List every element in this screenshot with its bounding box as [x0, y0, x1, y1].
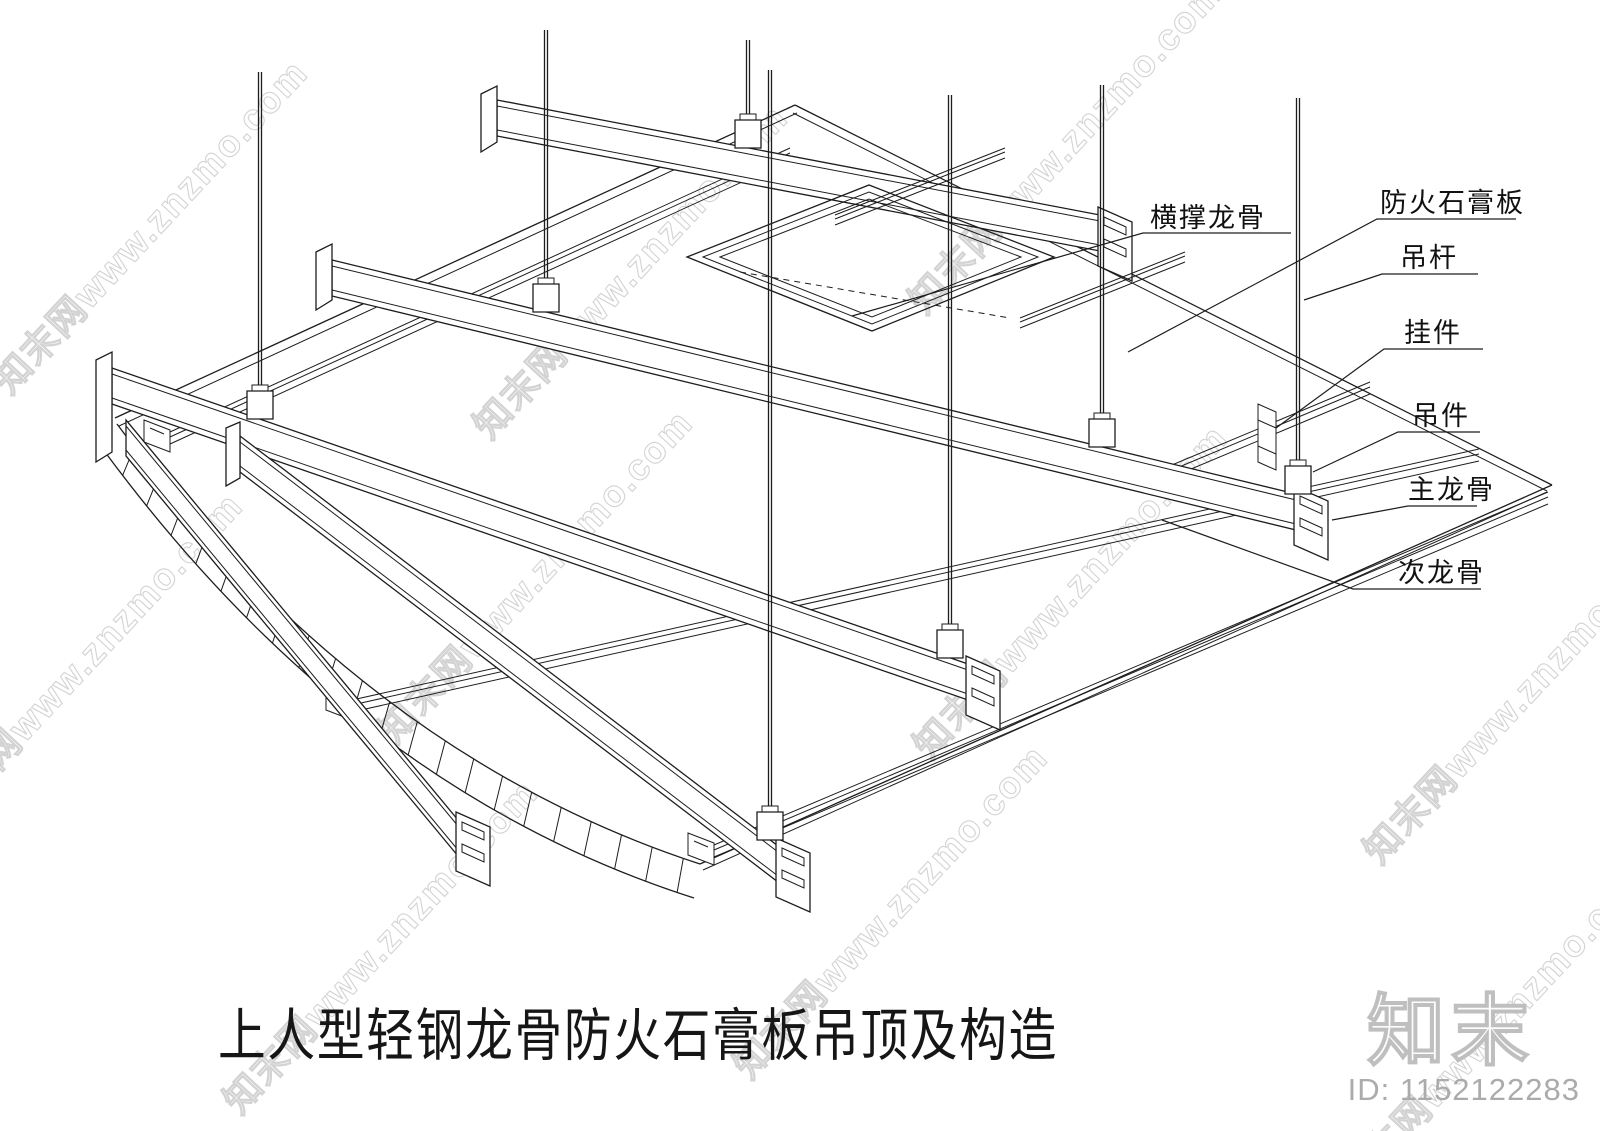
- keel-end-cap: [95, 350, 113, 464]
- hanger-cap: [941, 623, 959, 631]
- hanger-rod: [947, 95, 953, 624]
- label-secondary-keel: 次龙骨: [1398, 558, 1485, 588]
- hanger-block: [532, 283, 560, 313]
- gypsum-board: [104, 104, 1553, 899]
- label-hanger-rod: 吊杆: [1400, 243, 1458, 273]
- hanger-rod-assembly: [1088, 85, 1116, 448]
- hanger-block: [1088, 418, 1116, 448]
- leader-line: [1275, 348, 1483, 429]
- keel-c-profile-end: [455, 811, 491, 887]
- hanger-cap: [739, 113, 757, 121]
- secondary-keel-segment: [834, 147, 1006, 226]
- hanger-block: [246, 390, 274, 420]
- board-edge-front-right: [699, 484, 1553, 865]
- watermark-text: 知末网www.znzmo.com: [901, 0, 1231, 321]
- hanger-rod-assembly: [756, 70, 784, 841]
- site-logo: 知末: [1367, 987, 1535, 1075]
- watermark-text: 知末网www.znzmo.com: [216, 772, 546, 1122]
- keel-end-cap: [225, 421, 241, 488]
- main-keel: [125, 418, 491, 887]
- label-cross-support-keel: 横撑龙骨: [1150, 203, 1266, 233]
- hanger-cap: [761, 805, 779, 813]
- keel-end-cap: [480, 84, 498, 154]
- annotation-hanging-clip: 挂件: [1275, 318, 1483, 429]
- hanger-rod-assembly: [246, 72, 274, 420]
- leader-line: [1161, 519, 1481, 590]
- board-edge-front-right-inner: [702, 491, 1548, 871]
- board-edge-top-right: [794, 104, 1553, 486]
- cross-support-keel-frame-mid: [701, 191, 1040, 325]
- keel-c-profile-end: [1097, 206, 1133, 282]
- hanger-rod-assembly: [734, 40, 762, 149]
- annotations: 横撑龙骨 防火石膏板 吊杆 挂件 吊件 主龙骨 次龙骨: [851, 188, 1525, 590]
- secondary-keels: [143, 147, 1549, 866]
- watermark-text: 知末网www.znzmo.com: [0, 52, 316, 402]
- annotation-cross-support-keel: 横撑龙骨: [851, 203, 1291, 317]
- leader-line: [1127, 218, 1516, 353]
- hanger-rod-assembly: [936, 95, 964, 659]
- hanging-clip: [1257, 403, 1277, 471]
- main-keels: [95, 84, 1329, 913]
- hanger-rod: [1099, 85, 1105, 413]
- label-main-keel: 主龙骨: [1408, 475, 1495, 505]
- hanger-rod-assembly: [532, 30, 560, 313]
- hanger-block: [734, 119, 762, 149]
- annotation-hanger-rod: 吊杆: [1303, 243, 1478, 301]
- label-hanger: 吊件: [1412, 401, 1470, 431]
- keel-c-profile-end: [1293, 485, 1329, 561]
- leader-line: [1303, 273, 1478, 301]
- opening-frame: [685, 147, 1186, 332]
- keel-end-cap: [315, 242, 333, 312]
- drawing-id: ID: 1152122283: [1348, 1072, 1580, 1107]
- hanger-rods: [246, 30, 1312, 841]
- hanger-cap: [1289, 459, 1307, 467]
- hanger-block: [756, 811, 784, 841]
- cross-support-keel-frame-outer: [685, 184, 1056, 332]
- board-edge-top-right-inner: [792, 112, 1548, 492]
- cross-support-keel-frame-inner: [718, 198, 1023, 318]
- hanger-rod: [745, 40, 751, 114]
- leader-line: [851, 232, 1291, 317]
- hidden-edge: [739, 271, 1011, 319]
- keel-c-profile-end: [775, 837, 811, 913]
- leader-line: [1331, 505, 1477, 521]
- hanger-block: [1284, 465, 1312, 495]
- hanger-cap: [1093, 412, 1111, 420]
- annotation-hanger: 吊件: [1312, 401, 1480, 473]
- secondary-keel-segment: [1019, 251, 1186, 329]
- main-keel: [225, 421, 811, 913]
- hanger-cap: [537, 277, 555, 285]
- main-keel: [315, 242, 1329, 561]
- hanger-cap: [251, 384, 269, 392]
- hanger-rod: [767, 70, 773, 806]
- annotation-fireproof-gypsum-board: 防火石膏板: [1127, 188, 1525, 353]
- drawing-title: 上人型轻钢龙骨防火石膏板吊顶及构造: [218, 1004, 1058, 1068]
- site-branding: 知末 ID: 1152122283: [1348, 986, 1580, 1107]
- label-hanging-clip: 挂件: [1404, 318, 1462, 348]
- leader-line: [1312, 431, 1480, 473]
- secondary-keel: [687, 491, 1549, 866]
- hanger-rod: [543, 30, 549, 278]
- hanger-block: [936, 629, 964, 659]
- label-fireproof-gypsum-board: 防火石膏板: [1380, 188, 1525, 218]
- hanger-rod-assembly: [1284, 98, 1312, 495]
- hanger-rod: [257, 72, 263, 385]
- keel-c-profile-end: [965, 655, 1001, 731]
- hanger-rod: [1295, 98, 1301, 460]
- annotation-main-keel: 主龙骨: [1331, 475, 1495, 521]
- annotation-secondary-keel: 次龙骨: [1161, 519, 1485, 590]
